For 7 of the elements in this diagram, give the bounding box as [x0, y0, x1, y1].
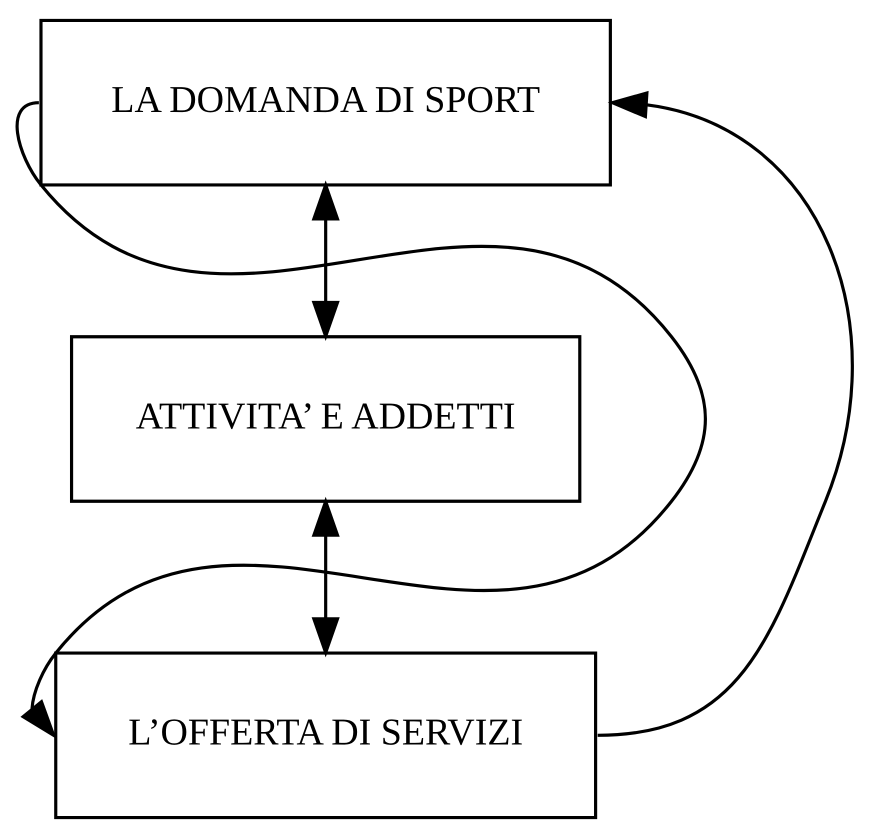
- arrow: [312, 496, 340, 657]
- arrow: [598, 90, 854, 736]
- node-box: LA DOMANDA DI SPORT: [39, 18, 612, 186]
- node-box: ATTIVITA’ E ADDETTI: [70, 334, 582, 502]
- node-box: L’OFFERTA DI SERVIZI: [54, 651, 598, 819]
- arrow: [16, 100, 707, 739]
- arrow: [312, 180, 340, 341]
